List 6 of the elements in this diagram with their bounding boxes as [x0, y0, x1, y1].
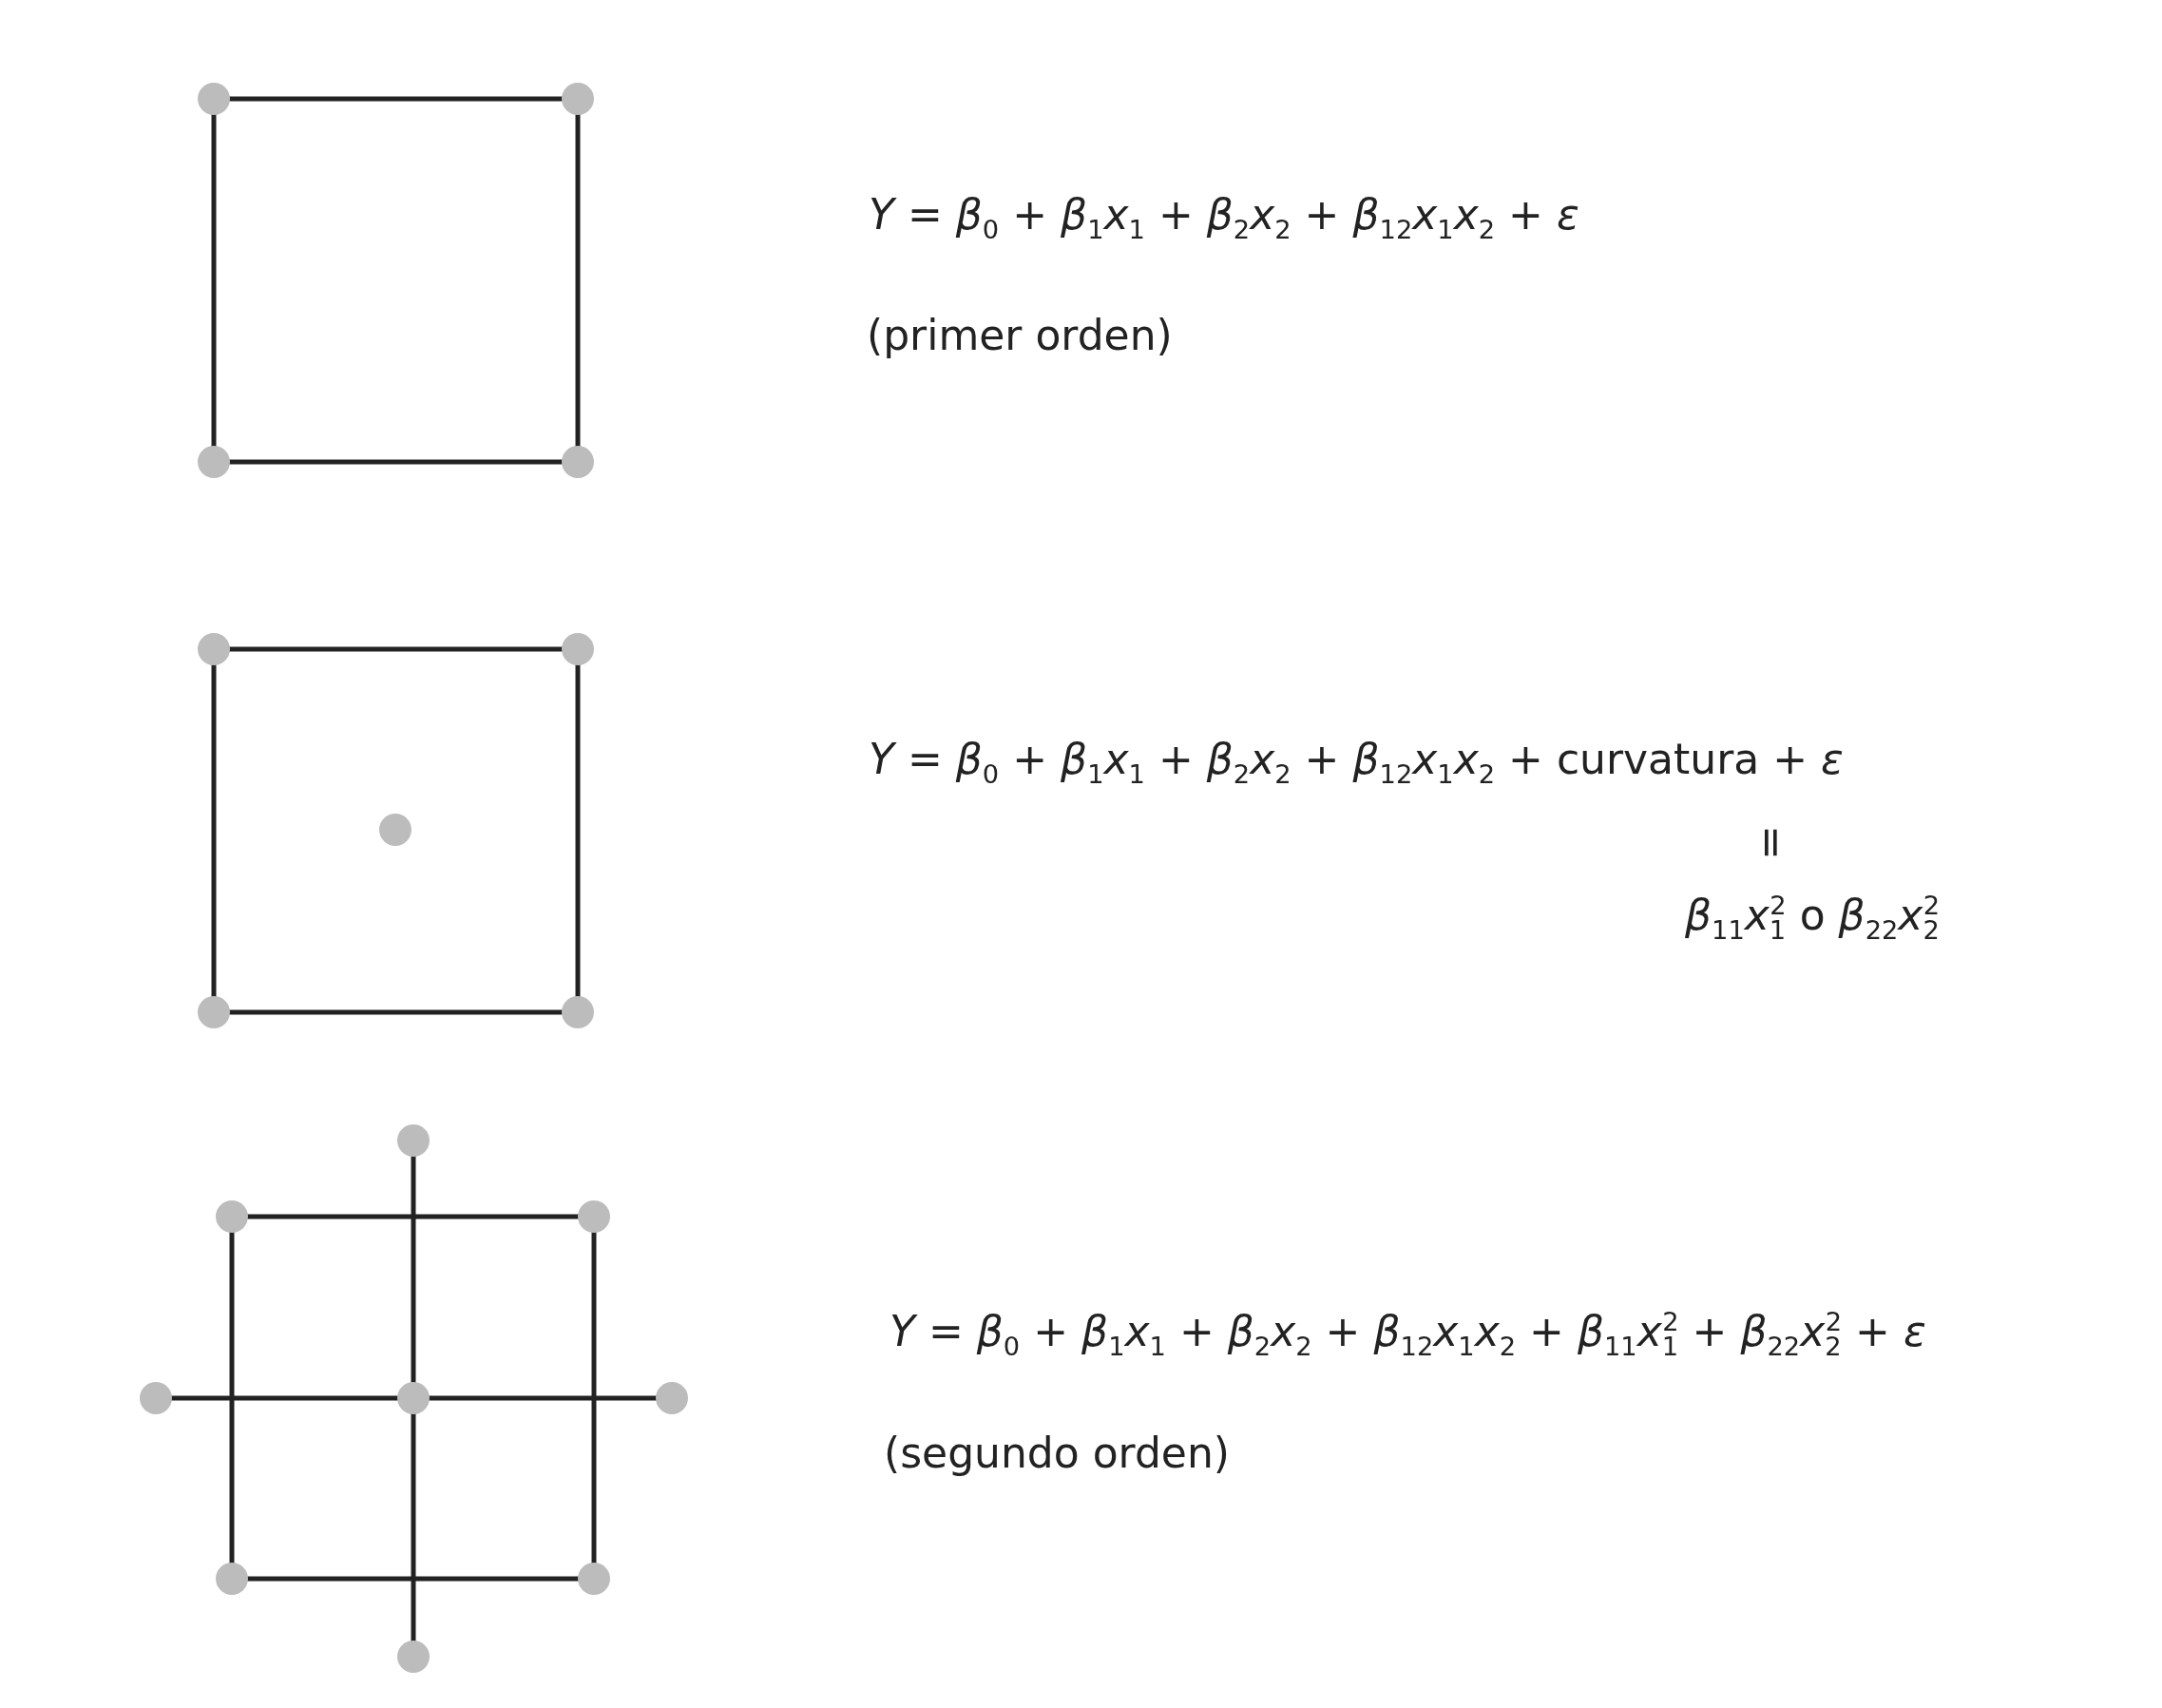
caption-text: (segundo orden): [884, 1429, 1230, 1479]
caption-text: (primer orden): [867, 311, 1173, 361]
equation: Y = β$_{0}$ + β$_{1}$x$_{1}$ + β$_{2}$x$_{2}$ + β$_{12}$x$_{1}$x$_{2}$ + ε: [869, 190, 1579, 246]
equation: Y = β$_{0}$ + β$_{1}$x$_{1}$ + β$_{2}$x$_{2}$ + β$_{12}$x$_{1}$x$_{2}$ + β$_{11}$x$_{1}$$^{2}$ + β$_{22}$x$_{2}$$^{2}$ + ε: [890, 1307, 1926, 1363]
equation: Y = β$_{0}$ + β$_{1}$x$_{1}$ + β$_{2}$x$_{2}$ + β$_{12}$x$_{1}$x$_{2}$ + curvatura + ε: [869, 735, 1844, 791]
equals-sign: =: [1746, 824, 1796, 860]
